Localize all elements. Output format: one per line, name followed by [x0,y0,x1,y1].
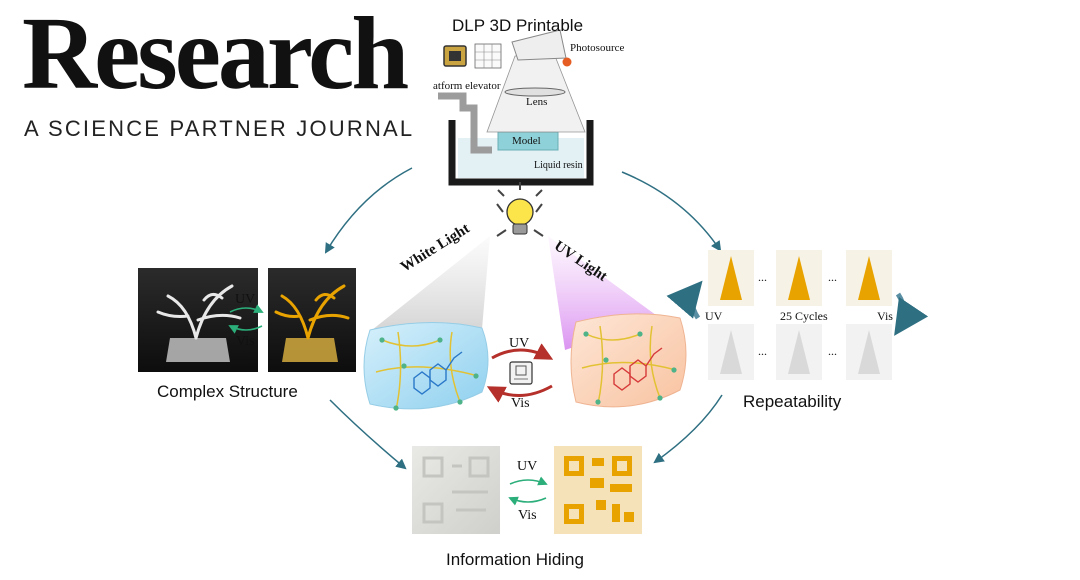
switch-vis-label: Vis [511,396,530,411]
polymer-network-uv [581,325,677,405]
tower-row-clear [708,324,892,380]
complex-arrow-backward [228,325,263,334]
repeatability-panel [666,250,929,380]
clear-branches [156,284,242,340]
repeat-arrow-down [894,292,929,336]
qr-finder-inner [569,461,627,519]
complex-structure-caption: Complex Structure [157,382,298,401]
gold-branches [274,284,350,340]
repeat-ellipsis-2: ... [828,270,837,284]
platform-elevator-label: atform elevator [433,80,501,92]
cycle-arrow-to-repeatability [621,171,722,252]
cycle-arrow-from-repeatability [653,394,723,464]
photosource-icon [562,57,572,67]
journal-subtitle: A SCIENCE PARTNER JOURNAL [24,116,415,141]
repeat-ellipsis-4: ... [828,344,837,358]
gold-base-cube [282,338,338,362]
network-nodes-uv [583,331,677,405]
clear-base-cube [166,338,230,362]
lamp-device-icon [509,361,533,385]
repeatability-caption: Repeatability [743,392,842,411]
information-hiding-panel [412,446,642,534]
photosource-label: Photosource [570,42,625,54]
polymer-network [375,331,479,411]
complex-uv-label: UV [235,292,256,307]
dmd-chip [474,43,502,69]
repeat-cycles-label: 25 Cycles [780,309,828,323]
light-bulb-base-icon [512,223,528,235]
gel-cube-blue [363,321,489,411]
complex-vis-label: Vis [236,334,255,349]
cycle-arrows [324,167,723,470]
switch-arrow-forward [491,343,554,360]
information-hiding-caption: Information Hiding [446,550,584,569]
printer-title: DLP 3D Printable [452,16,584,35]
repeat-arrow-up [666,280,703,320]
camera-lens-icon [449,51,461,61]
merocyanine-molecule [613,347,663,391]
hiding-arrow-backward [508,496,547,506]
repeat-vis-label: Vis [877,309,893,323]
complex-arrow-forward [229,304,264,313]
qr-faint-pattern [422,456,490,524]
repeat-ellipsis-1: ... [758,270,767,284]
journal-title: Research [22,0,409,111]
network-nodes [379,337,479,411]
qr-tile-hidden [412,446,500,534]
hiding-arrow-forward [509,476,548,486]
repeat-ellipsis-3: ... [758,344,767,358]
hiding-vis-label: Vis [518,508,537,523]
switch-arrow-backward [486,384,553,403]
cycle-arrow-to-complex [324,167,413,254]
switch-uv-label: UV [509,336,530,351]
white-light-beam [372,236,490,352]
model-label: Model [512,135,541,147]
tower-row-gold [708,250,892,306]
repeat-uv-label: UV [705,309,723,323]
lens-label: Lens [526,96,548,108]
light-bulb-icon [506,198,534,226]
liquid-resin-label: Liquid resin [534,160,583,171]
cycle-arrow-to-hiding [329,399,407,470]
complex-structure-panel [138,268,356,372]
gel-cube-orange [570,313,687,408]
light-rays [496,182,544,237]
dlp-printer-schematic [438,29,594,186]
lens-shape [504,87,566,97]
platform-elevator-arm [438,92,492,154]
spiropyran-molecule [413,351,463,395]
hiding-uv-label: UV [517,459,538,474]
